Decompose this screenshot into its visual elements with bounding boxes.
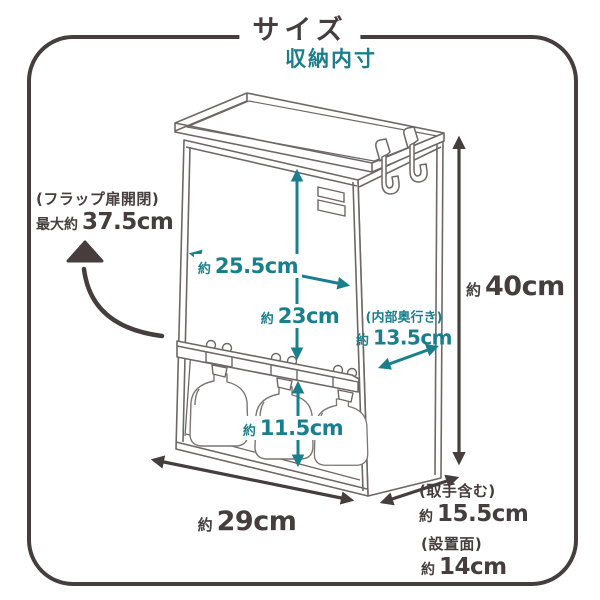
flap-swing-arrow — [66, 240, 165, 339]
flap-arrowhead-icon — [66, 240, 104, 263]
depth-arrow — [379, 474, 460, 506]
vent-slots — [317, 186, 346, 217]
inner-width-label: 約 25.5cm — [193, 253, 303, 279]
inner-size-subtitle: 収納内寸 — [285, 47, 377, 71]
outer-height-label: 約 40cm — [466, 270, 565, 302]
door-hook-icon — [375, 126, 428, 195]
outer-width-label: 約 29cm — [197, 505, 297, 537]
outer-width-arrow — [150, 455, 355, 505]
flap-swing-arc — [81, 266, 165, 339]
inner-depth-label: (内部奥行き) 約 13.5cm — [355, 310, 453, 350]
depth-with-handle-label: (取手含む) 約 15.5cm — [419, 482, 529, 527]
depth-base-label: (設置面) 約 14cm — [421, 535, 507, 580]
panel-title: サイズ — [239, 15, 361, 47]
lower-inner-height-label: 約 11.5cm — [238, 415, 348, 441]
bottle-hangers — [205, 351, 359, 403]
inner-height-label: 約 23cm — [256, 303, 344, 329]
flap-door-note: (フラップ扉開閉) 最大約 37.5cm — [36, 190, 174, 235]
inner-depth-arrow — [378, 344, 439, 370]
outer-dimension-arrows — [150, 135, 466, 506]
